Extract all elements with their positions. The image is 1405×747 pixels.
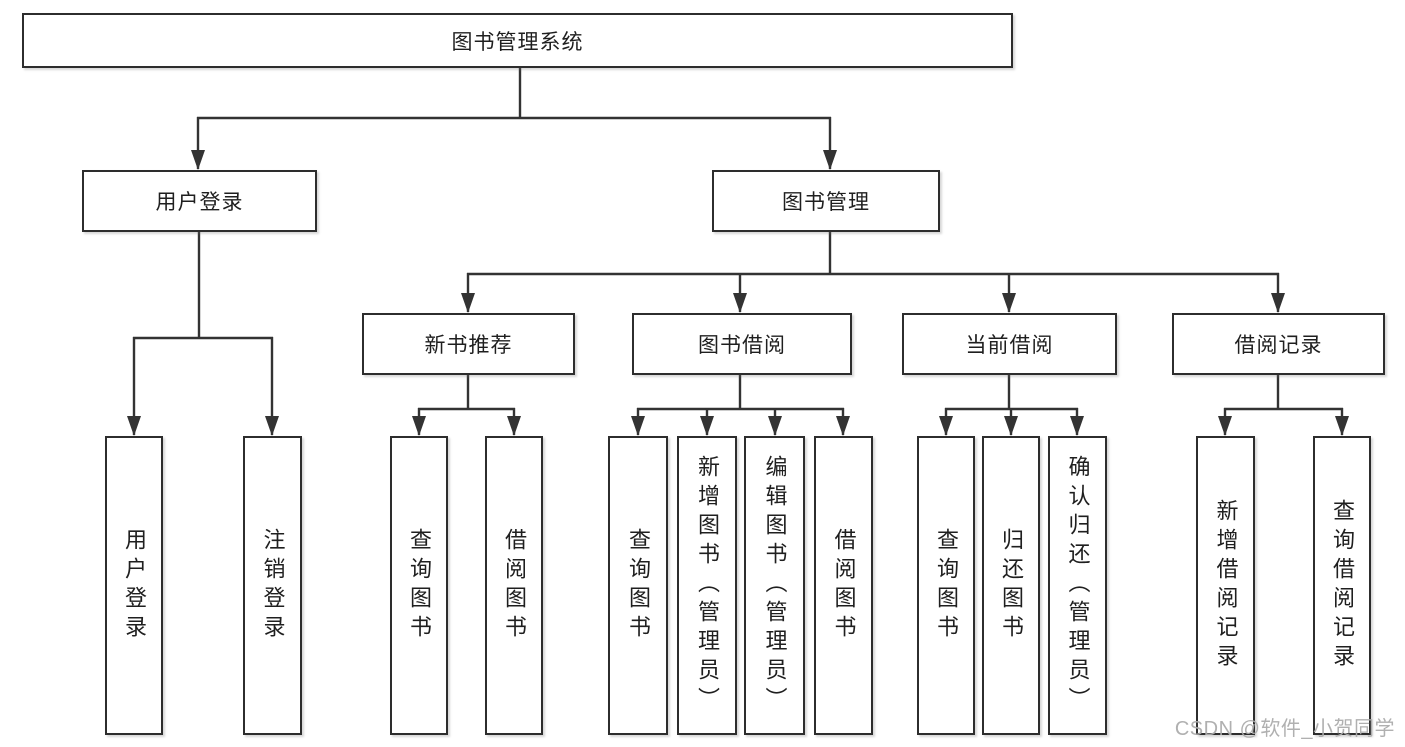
leaf-edit-book-admin-label: 编辑图书（管理员） [762, 455, 788, 716]
leaf-borrow-book-1-label: 借阅图书 [502, 527, 527, 644]
connector-book-mgmt [467, 232, 1279, 276]
leaf-confirm-return-admin: 确认归还（管理员） [1048, 436, 1107, 735]
node-borrow-record-label: 借阅记录 [1234, 334, 1323, 357]
node-current-borrow: 当前借阅 [902, 313, 1117, 375]
node-book-management: 图书管理 [712, 170, 940, 232]
leaf-logout-label: 注销登录 [260, 527, 286, 644]
leaf-user-login-label: 用户登录 [122, 527, 147, 644]
node-book-borrow-label: 图书借阅 [698, 334, 786, 357]
leaf-add-book-admin: 新增图书（管理员） [677, 436, 737, 735]
node-root-label: 图书管理系统 [451, 30, 584, 54]
connector-user-login [133, 232, 273, 340]
node-book-borrow: 图书借阅 [632, 313, 852, 375]
connector-borrow [637, 375, 844, 411]
connector-root [197, 68, 831, 120]
connector-new-book [418, 375, 515, 411]
node-user-login: 用户登录 [82, 170, 317, 232]
leaf-borrow-book-2-label: 借阅图书 [831, 527, 857, 644]
leaf-query-book-1: 查询图书 [390, 436, 448, 735]
leaf-add-borrow-record-label: 新增借阅记录 [1213, 498, 1239, 673]
node-current-borrow-label: 当前借阅 [965, 334, 1054, 357]
leaf-borrow-book-1: 借阅图书 [485, 436, 543, 735]
leaf-add-book-admin-label: 新增图书（管理员） [695, 455, 720, 716]
node-borrow-record: 借阅记录 [1172, 313, 1385, 375]
leaf-confirm-return-admin-label: 确认归还（管理员） [1065, 455, 1091, 716]
leaf-user-login: 用户登录 [105, 436, 163, 735]
leaf-query-book-2-label: 查询图书 [626, 527, 651, 644]
leaf-logout: 注销登录 [243, 436, 302, 735]
leaf-query-book-2: 查询图书 [608, 436, 668, 735]
node-new-book-recommend-label: 新书推荐 [424, 334, 513, 357]
leaf-edit-book-admin: 编辑图书（管理员） [744, 436, 805, 735]
node-root-library-system: 图书管理系统 [22, 13, 1013, 68]
leaf-borrow-book-2: 借阅图书 [814, 436, 873, 735]
node-user-login-label: 用户登录 [155, 191, 244, 214]
csdn-watermark: CSDN @软件_小贺同学 [1174, 718, 1395, 740]
leaf-return-book-label: 归还图书 [999, 527, 1024, 644]
leaf-query-book-1-label: 查询图书 [407, 527, 432, 644]
node-book-management-label: 图书管理 [782, 191, 870, 214]
node-new-book-recommend: 新书推荐 [362, 313, 575, 375]
connector-record [1224, 375, 1343, 411]
leaf-query-borrow-record: 查询借阅记录 [1313, 436, 1371, 735]
leaf-query-book-3-label: 查询图书 [934, 527, 959, 644]
leaf-query-borrow-record-label: 查询借阅记录 [1330, 498, 1355, 673]
leaf-return-book: 归还图书 [982, 436, 1040, 735]
connector-current [945, 375, 1078, 411]
leaf-query-book-3: 查询图书 [917, 436, 975, 735]
leaf-add-borrow-record: 新增借阅记录 [1196, 436, 1255, 735]
